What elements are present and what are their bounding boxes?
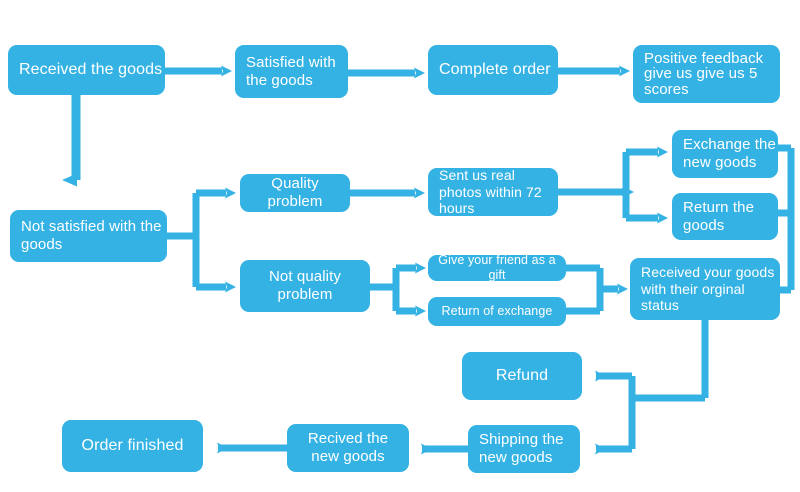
node-satisfied-with-the-goods[interactable]: Satisfied with the goods: [235, 45, 348, 98]
node-shipping-the-new-goods[interactable]: Shipping the new goods: [468, 425, 580, 473]
node-label: Satisfied with the goods: [246, 53, 336, 89]
node-return-the-goods[interactable]: Return the goods: [672, 193, 778, 240]
node-return-of-exchange[interactable]: Return of exchange: [428, 297, 566, 326]
node-label: Return of exchange: [441, 304, 553, 319]
node-order-finished[interactable]: Order finished: [62, 420, 203, 472]
node-label: Received your goods with their orginal s…: [641, 264, 775, 314]
node-label: Complete order: [439, 60, 551, 78]
node-label: Sent us real photos within 72 hours: [439, 167, 542, 217]
node-label: Return the goods: [683, 198, 755, 234]
node-not-satisfied-with-the-goods[interactable]: Not satisfied with the goods: [10, 210, 167, 262]
node-positive-feedback[interactable]: Positive feedback give us give us 5 scor…: [633, 45, 780, 103]
node-label: Give your friend as a gift: [438, 253, 556, 282]
node-label: Positive feedback give us give us 5 scor…: [644, 49, 764, 98]
node-refund[interactable]: Refund: [462, 352, 582, 400]
node-not-quality-problem[interactable]: Not quality problem: [240, 260, 370, 312]
node-received-your-goods-original-status[interactable]: Received your goods with their orginal s…: [630, 258, 780, 320]
node-label: Received the goods: [19, 60, 163, 78]
node-label: Not quality problem: [269, 268, 341, 303]
node-label: Shipping the new goods: [479, 431, 564, 466]
node-label: Quality problem: [267, 175, 323, 210]
node-label: Order finished: [81, 436, 184, 454]
node-received-the-goods[interactable]: Received the goods: [8, 45, 165, 95]
node-give-your-friend-as-a-gift[interactable]: Give your friend as a gift: [428, 253, 566, 282]
node-quality-problem[interactable]: Quality problem: [240, 174, 350, 212]
node-sent-us-real-photos[interactable]: Sent us real photos within 72 hours: [428, 167, 558, 217]
node-exchange-the-new-goods[interactable]: Exchange the new goods: [672, 130, 778, 178]
node-label: Recived the new goods: [307, 430, 389, 465]
node-label: Exchange the new goods: [683, 136, 776, 171]
node-complete-order[interactable]: Complete order: [428, 45, 558, 95]
node-label: Not satisfied with the goods: [21, 218, 162, 253]
node-label: Refund: [495, 366, 549, 384]
node-recived-the-new-goods[interactable]: Recived the new goods: [287, 424, 409, 472]
